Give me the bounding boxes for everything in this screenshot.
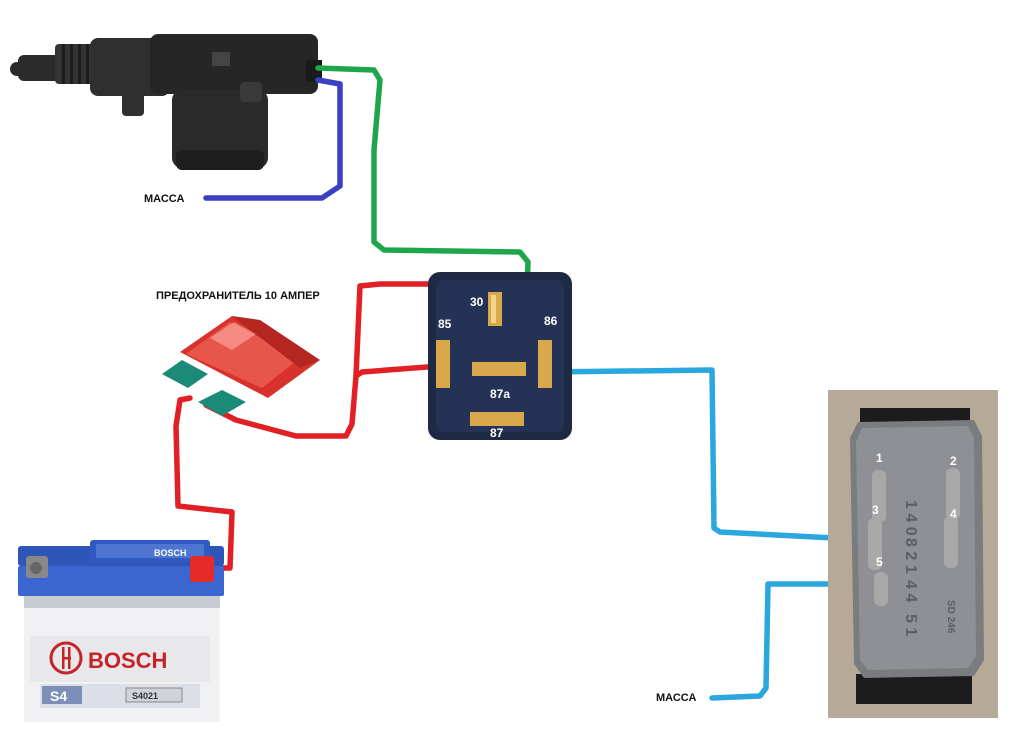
switch-pin-4-label: 4 <box>950 507 957 521</box>
switch-marking-2: 8 2 1 <box>902 538 919 574</box>
ground-wire-top <box>203 77 343 201</box>
ground-label-top: МАССА <box>144 193 184 205</box>
relay-pin-86-label: 86 <box>544 314 558 328</box>
relay-pin-85-label: 85 <box>438 317 452 331</box>
battery-lid-brand-label: BOSCH <box>154 548 187 558</box>
fuse-label: ПРЕДОХРАНИТЕЛЬ 10 АМПЕР <box>156 290 320 302</box>
switch-pin-1-label: 1 <box>876 451 883 465</box>
car-battery-icon <box>18 540 224 722</box>
switch-ground-wire <box>709 581 883 701</box>
battery-code-label: S4021 <box>132 691 158 701</box>
ground-label-bottom: МАССА <box>656 692 696 704</box>
switch-marking-3: 4 4 <box>902 580 919 602</box>
switch-markings: 1 4 0 8 2 1 4 4 5 1 SD 246 <box>902 500 956 636</box>
switch-marking-1: 1 4 0 <box>902 500 919 536</box>
switch-marking-4: 5 1 <box>902 614 919 636</box>
switch-marking-5: SD 246 <box>945 600 956 634</box>
battery-to-fuse-wire <box>173 395 235 571</box>
relay-pin-87a-label: 87a <box>490 387 510 401</box>
switch-pin-3-label: 3 <box>872 503 879 517</box>
door-lock-actuator-icon <box>10 34 322 170</box>
switch-pin-2-label: 2 <box>950 454 957 468</box>
relay-86-to-switch-wire <box>545 367 875 543</box>
battery-model-label: S4 <box>50 688 67 704</box>
battery-brand-label: BOSCH <box>88 648 167 673</box>
blade-fuse-icon <box>162 316 320 416</box>
relay-pin-87-label: 87 <box>490 426 504 440</box>
switch-pin-5-label: 5 <box>876 555 883 569</box>
automotive-relay-icon <box>428 272 572 440</box>
window-switch-connector-icon <box>828 390 998 718</box>
relay-pin-30-label: 30 <box>470 295 484 309</box>
